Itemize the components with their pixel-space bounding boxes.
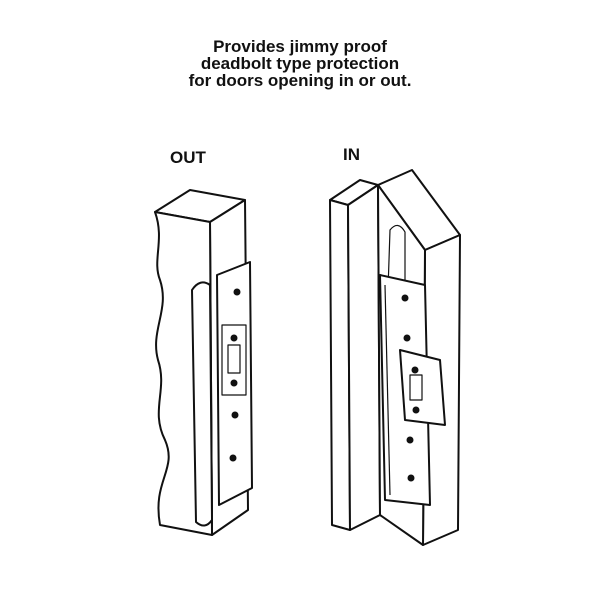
label-in: IN [343,145,360,164]
out-strike-plate [191,261,253,527]
caption: Provides jimmy proof deadbolt type prote… [0,38,600,89]
in-strike-plate [379,224,446,506]
label-out: OUT [170,148,206,167]
caption-line-2: deadbolt type protection [200,54,400,73]
caption-line-1: Provides jimmy proof [213,37,387,56]
caption-line-3: for doors opening in or out. [188,71,412,90]
